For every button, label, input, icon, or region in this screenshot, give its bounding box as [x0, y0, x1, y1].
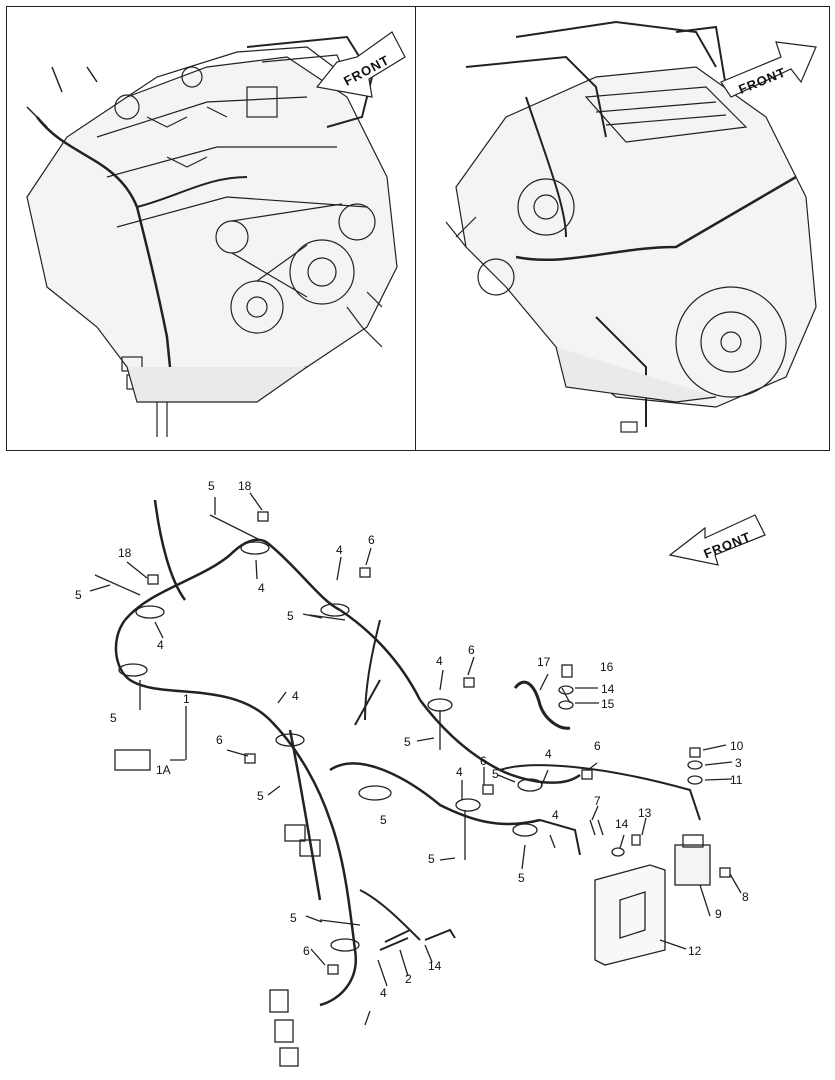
callout-6: 6 — [216, 733, 223, 747]
harness-exploded-diagram: FRONT 5 18 18 5 4 4 4 6 5 5 1 1A 6 4 5 4… — [75, 479, 766, 1067]
callout-9: 9 — [715, 907, 722, 921]
engine-view-left-panel: FRONT — [6, 6, 416, 451]
callout-11: 11 — [730, 773, 743, 787]
callout-5: 5 — [257, 789, 264, 803]
callout-3: 3 — [735, 756, 742, 770]
callout-5: 5 — [287, 609, 294, 623]
callout-6: 6 — [468, 643, 475, 657]
callout-labels: 5 18 18 5 4 4 4 6 5 5 1 1A 6 4 5 4 6 5 1… — [75, 479, 749, 1000]
callout-18: 18 — [118, 546, 132, 560]
callout-6: 6 — [368, 533, 375, 547]
callout-14: 14 — [615, 817, 629, 831]
callout-4: 4 — [258, 581, 265, 595]
callout-4: 4 — [436, 654, 443, 668]
callout-18: 18 — [238, 479, 252, 493]
callout-2: 2 — [405, 972, 412, 986]
callout-5: 5 — [290, 911, 297, 925]
callout-5: 5 — [110, 711, 117, 725]
callout-4: 4 — [545, 747, 552, 761]
engine-right-illustration: FRONT — [445, 20, 817, 433]
callout-1a: 1A — [156, 763, 171, 777]
callout-4: 4 — [157, 638, 164, 652]
callout-1: 1 — [183, 692, 190, 706]
front-arrow-diagram: FRONT — [668, 514, 766, 566]
callout-7: 7 — [594, 794, 601, 808]
callout-13: 13 — [638, 806, 652, 820]
engine-view-right-panel: FRONT — [415, 6, 830, 451]
callout-4: 4 — [456, 765, 463, 779]
callout-4: 4 — [336, 543, 343, 557]
front-arrow-right: FRONT — [720, 41, 817, 98]
callout-8: 8 — [742, 890, 749, 904]
callout-5: 5 — [492, 767, 499, 781]
callout-6: 6 — [480, 754, 487, 768]
callout-5: 5 — [380, 813, 387, 827]
callout-5: 5 — [404, 735, 411, 749]
callout-10: 10 — [730, 739, 744, 753]
callout-6: 6 — [303, 944, 310, 958]
callout-5: 5 — [428, 852, 435, 866]
callout-16: 16 — [600, 660, 614, 674]
callout-4: 4 — [552, 808, 559, 822]
callout-17: 17 — [537, 655, 551, 669]
callout-5: 5 — [75, 588, 82, 602]
callout-6: 6 — [594, 739, 601, 753]
callout-15: 15 — [601, 697, 615, 711]
callout-5: 5 — [208, 479, 215, 493]
engine-left-illustration: FRONT — [26, 31, 406, 437]
callout-4: 4 — [292, 689, 299, 703]
callout-14: 14 — [601, 682, 615, 696]
callout-12: 12 — [688, 944, 702, 958]
callout-4: 4 — [380, 986, 387, 1000]
callout-5: 5 — [518, 871, 525, 885]
callout-14: 14 — [428, 959, 442, 973]
